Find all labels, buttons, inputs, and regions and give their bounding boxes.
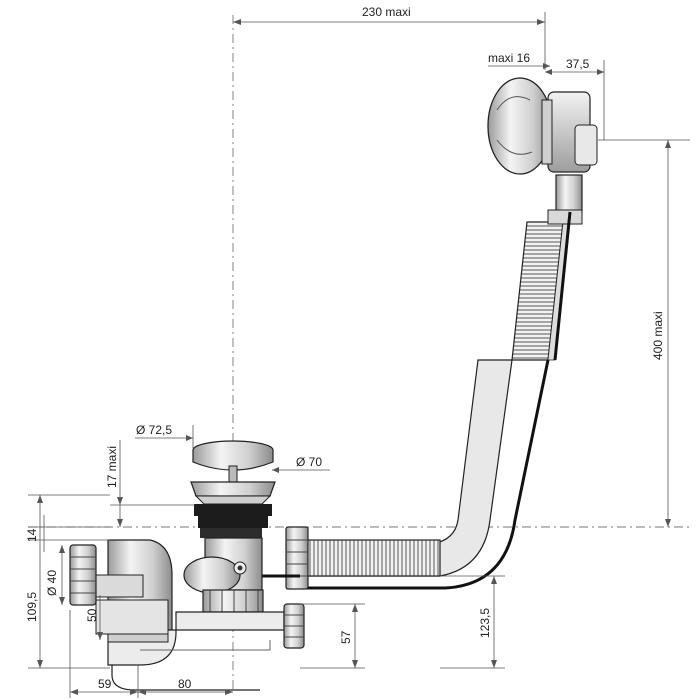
tube-offset-label: 14 xyxy=(25,528,39,542)
waste-overflow-assembly xyxy=(69,77,598,691)
trap xyxy=(69,539,305,691)
hose-height-label: 123,5 xyxy=(478,608,492,638)
waste-seal xyxy=(194,504,272,538)
outlet-diameter-label: Ø 40 xyxy=(45,570,59,596)
outlet-height-label: 109,5 xyxy=(25,592,39,622)
trap-width-label: 80 xyxy=(178,677,192,691)
overflow-height-label: 400 maxi xyxy=(651,311,665,360)
trap-depth-label: 50 xyxy=(85,608,99,622)
outlet-width-label: 59 xyxy=(98,677,112,691)
flange-height-label: 17 maxi xyxy=(105,446,119,488)
waste-plug xyxy=(190,440,276,505)
trap-height-label: 57 xyxy=(339,630,353,644)
overflow-hose xyxy=(299,221,571,590)
waste-diameter-label: Ø 70 xyxy=(296,455,322,469)
connection-hose xyxy=(248,526,441,590)
plug-diameter-label: Ø 72,5 xyxy=(136,423,172,437)
top-width-label: 230 maxi xyxy=(362,5,411,19)
waste-body xyxy=(183,537,264,613)
dimension-lines xyxy=(28,12,690,698)
overflow-head xyxy=(487,77,598,361)
overflow-offset-label: maxi 16 xyxy=(488,51,530,65)
overflow-depth-label: 37,5 xyxy=(566,57,590,71)
